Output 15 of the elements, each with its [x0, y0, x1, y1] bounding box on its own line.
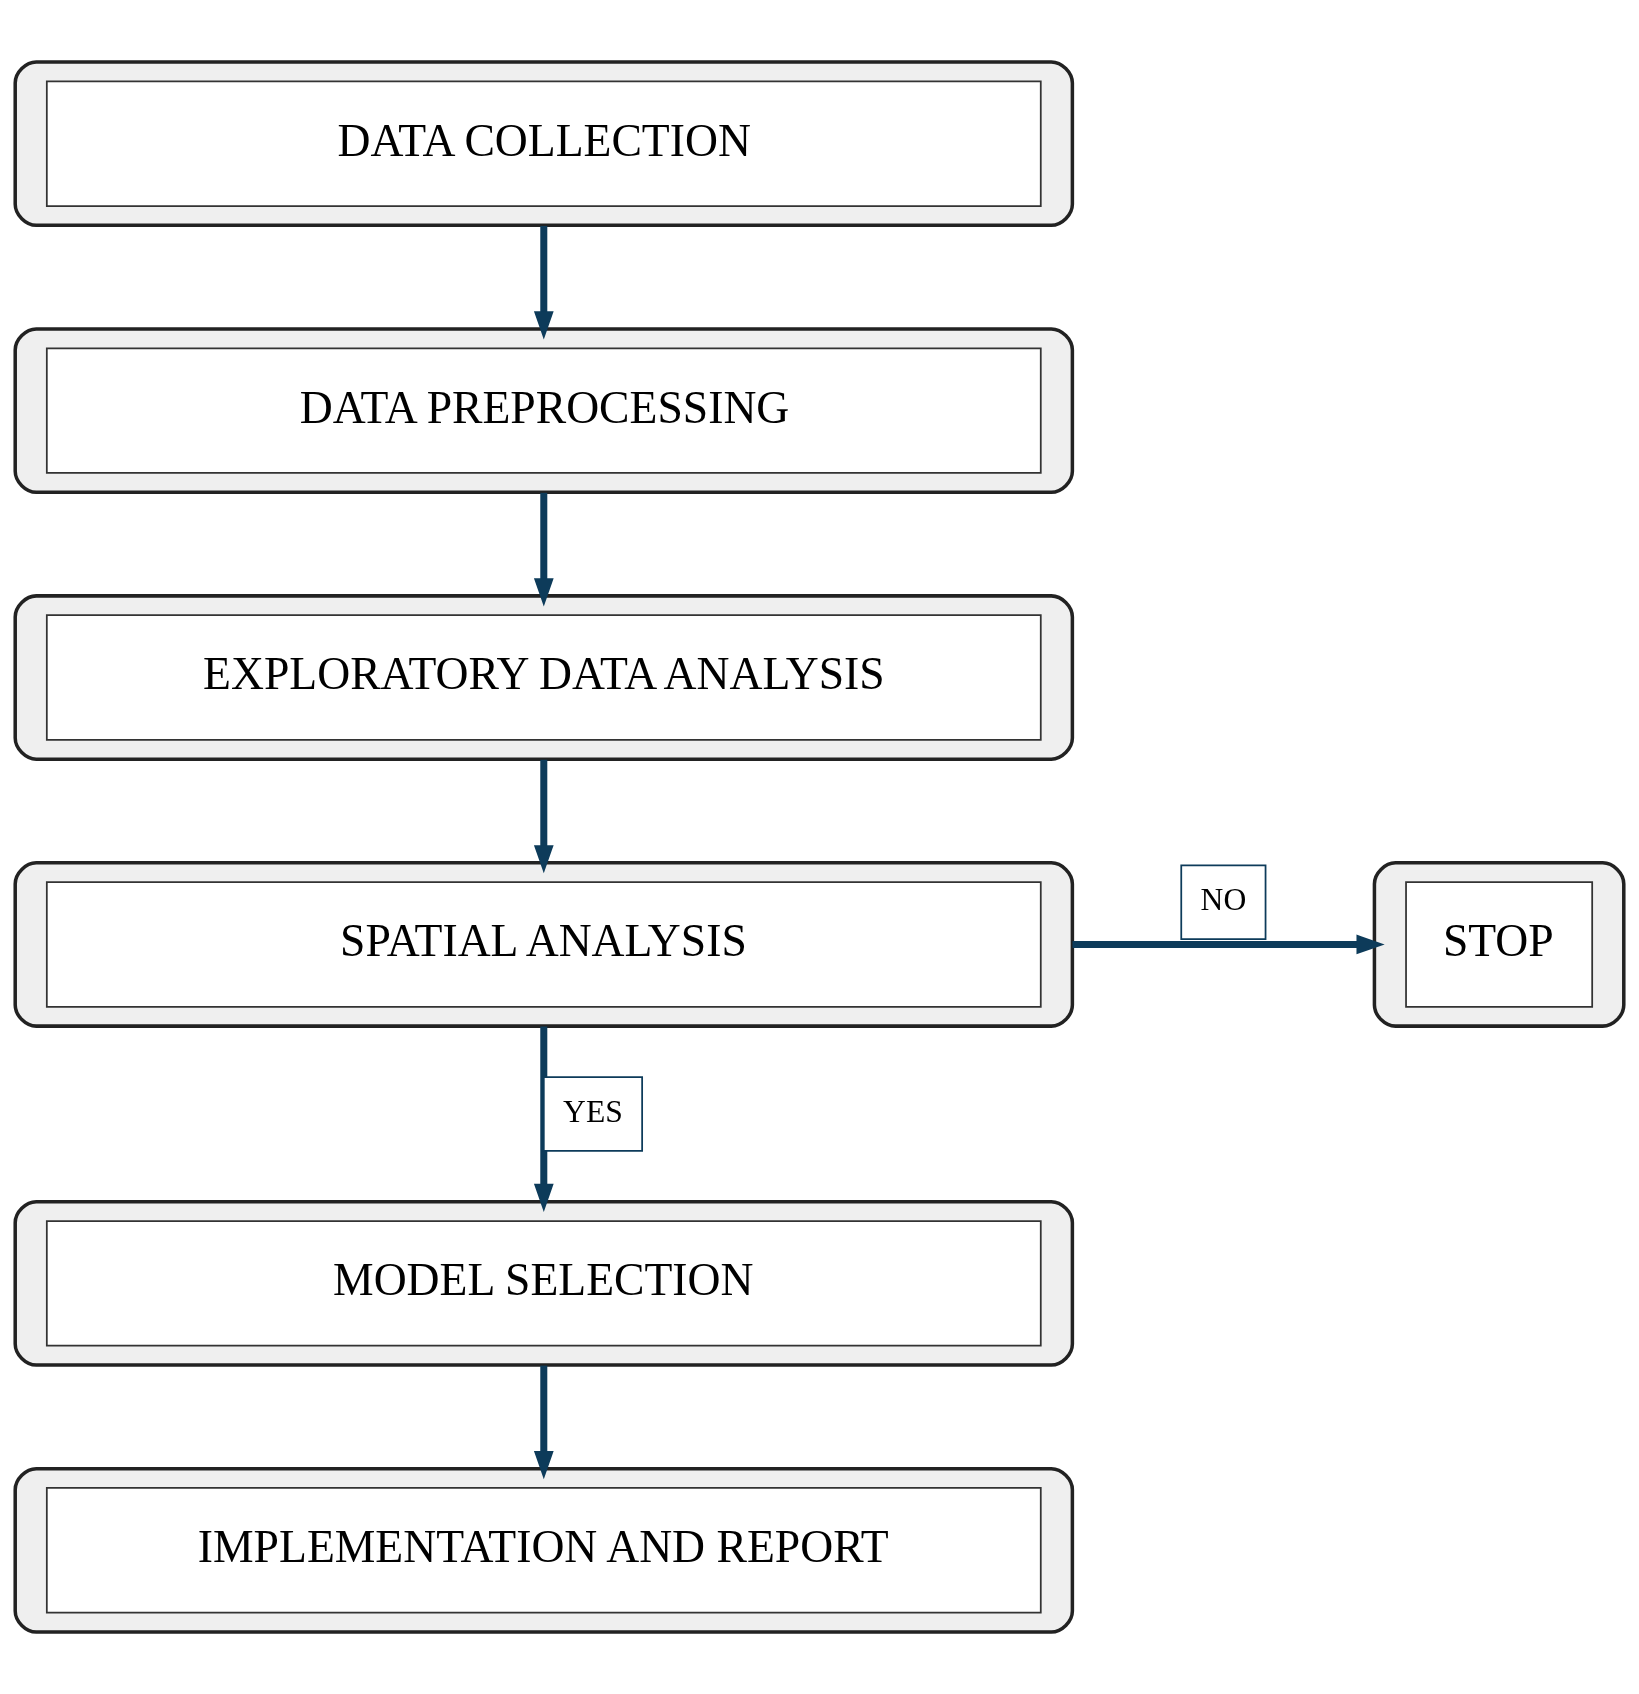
node-box: IMPLEMENTATION AND REPORT	[13, 1466, 1075, 1634]
arrow	[533, 1365, 554, 1480]
node-box: DATA COLLECTION	[13, 60, 1075, 228]
node-box: STOP	[1372, 861, 1626, 1028]
arrow	[533, 225, 554, 340]
arrow	[1072, 934, 1385, 955]
arrow	[533, 759, 554, 874]
edge-label: YES	[563, 1093, 623, 1129]
node-box: SPATIAL ANALYSIS	[13, 861, 1075, 1028]
arrow	[533, 492, 554, 607]
node-box: MODEL SELECTION	[13, 1199, 1075, 1367]
node-box: DATA PREPROCESSING	[13, 327, 1075, 495]
arrow	[533, 1026, 554, 1212]
node-box: EXPLORATORY DATA ANALYSIS	[13, 594, 1075, 761]
edge-label: NO	[1200, 882, 1247, 918]
